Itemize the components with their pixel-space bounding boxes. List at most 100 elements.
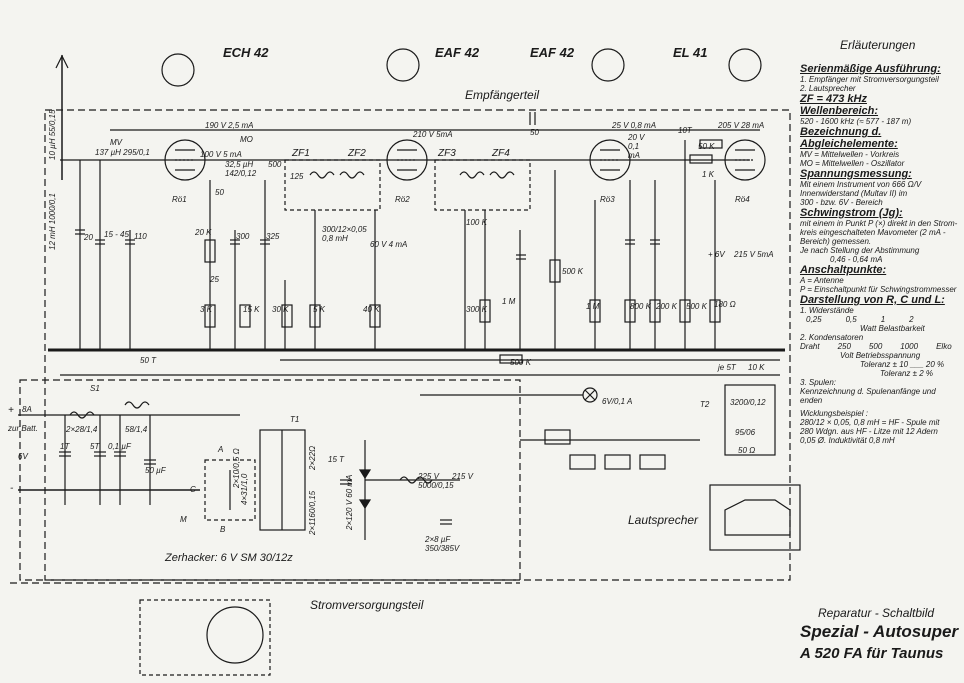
legend-beispiel-2: 280 Wdgn. aus HF - Litze mit 12 Adern	[800, 427, 938, 436]
label-r30k: 30 K	[272, 305, 289, 314]
legend-h-wellen: Wellenbereich:	[800, 105, 879, 117]
legend-k2: 250	[837, 342, 851, 351]
legend-span-2: Innenwiderstand (Multav II) im	[800, 189, 908, 198]
title-sub: Reparatur - Schaltbild	[818, 606, 935, 620]
tube-label-ech42: ECH 42	[223, 45, 269, 60]
title-model: A 520 FA für Taunus	[800, 645, 944, 662]
label-v190: 190 V 2,5 mA	[205, 121, 254, 130]
legend-w3: 1	[880, 315, 886, 324]
label-lamp: 6V/0,1 A	[602, 397, 633, 406]
label-r500kc: 500 K	[510, 358, 531, 367]
label-l58: 58/1,4	[125, 425, 148, 434]
label-r1k: 1 K	[702, 170, 715, 179]
label-v215b: 215 V	[452, 472, 473, 481]
label-v6b: 6V	[18, 452, 28, 461]
legend-serie-1: 1. Empfänger mit Stromversorgungsteil	[800, 75, 939, 84]
label-v20: 20 V 0,1 mA	[628, 133, 645, 160]
label-coil-mv: 137 µH 295/0,1	[95, 148, 150, 157]
legend-watt: Watt Belastbarkeit	[860, 324, 925, 333]
legend-spulen-1: Kennzeichnung d. Spulenanfänge und enden	[800, 387, 936, 405]
label-r200k: 200 K	[656, 302, 677, 311]
label-c125: 125	[290, 172, 304, 181]
legend-widerstaende: 1. Widerstände	[800, 306, 854, 315]
zf2-label: ZF2	[348, 148, 366, 159]
legend-serie-2: 2. Lautsprecher	[800, 84, 856, 93]
label-c25: 25	[210, 275, 219, 284]
label-vibrator: Zerhacker: 6 V SM 30/12z	[165, 552, 293, 564]
label-mo: MO	[240, 135, 253, 144]
label-c20: 20	[84, 233, 93, 242]
legend-tol2: Toleranz ± 2 %	[880, 369, 934, 378]
label-v210: 210 V 5mA	[413, 130, 453, 139]
label-r180: 180 Ω	[714, 300, 736, 309]
label-t2: T2	[700, 400, 710, 409]
label-ant: 10 µH 55/0,15	[48, 109, 57, 160]
label-cap2x8: 2×8 µF 350/385V	[425, 535, 460, 553]
label-batt: zur Batt.	[8, 424, 38, 433]
label-v100: 100 V 5 mA	[200, 150, 242, 159]
label-r1mb: 1 M	[586, 302, 600, 311]
tube-label-eaf42-1: EAF 42	[435, 45, 480, 60]
legend-ansch-1: A = Antenne	[800, 276, 844, 285]
legend-h-span: Spannungsmessung:	[800, 168, 912, 180]
label-cap225: 225 V 5000/0,15	[418, 472, 454, 490]
label-c325: 325	[266, 232, 280, 241]
zf1-label: ZF1	[292, 148, 310, 159]
zf3-label: ZF3	[438, 148, 456, 159]
power-frame	[19, 379, 521, 581]
tube-ref-4: Rö4	[735, 195, 750, 204]
label-r5k: 5 K	[313, 305, 326, 314]
label-sec: 2×1160/0,15	[308, 490, 317, 535]
tube-ref-3: Rö3	[600, 195, 615, 204]
label-r50: 50 Ω	[738, 446, 756, 455]
legend-k4: 1000	[900, 342, 919, 351]
legend-h-abgl: Bezeichnung d. Abgleichelemente:	[800, 126, 898, 150]
label-fuse: 8A	[22, 405, 32, 414]
legend-schwing-3: Bereich) gemessen.	[800, 237, 872, 246]
legend-w4: 2	[909, 315, 914, 324]
label-c50uf: 50 µF	[145, 466, 166, 475]
legend-abgl-1: MV = Mittelwellen - Vorkreis	[800, 150, 900, 159]
label-r10k: 10T	[678, 126, 692, 135]
tube-eaf2-symbol	[589, 139, 631, 181]
label-minus: -	[10, 483, 14, 494]
legend-schwing-1: mit einem in Punkt P (×) direkt in den S…	[800, 219, 958, 228]
legend-kondensatoren: 2. Kondensatoren	[800, 333, 864, 342]
vibrator-box	[204, 459, 256, 521]
legend-w1: 0,25	[806, 315, 822, 324]
label-c12mh: 12 mH 1000/0,1	[48, 193, 57, 250]
label-r500: 500	[268, 160, 282, 169]
legend-volt: Volt Betriebsspannung	[840, 351, 921, 360]
legend-k5: Elko	[936, 342, 952, 351]
legend-h-ansch: Anschaltpunkte:	[800, 264, 887, 276]
label-r500k: 500 K	[562, 267, 583, 276]
title-main: Spezial - Autosuper	[800, 622, 959, 641]
label-c50b: 50	[530, 128, 539, 137]
legend-schwing-5: 0,46 - 0,64 mA	[830, 255, 883, 264]
label-r100k: 100 K	[466, 218, 487, 227]
label-v6: + 6V	[708, 250, 725, 259]
section-receiver: Empfängerteil	[465, 88, 540, 102]
zf4-label: ZF4	[492, 148, 510, 159]
legend-wellen: 520 - 1600 kHz (≈ 577 - 187 m)	[800, 117, 912, 126]
label-tr3200: 3200/0,12	[730, 398, 766, 407]
legend-span-3: 300 - bzw. 6V - Bereich	[800, 198, 883, 207]
tube-ref-1: Rö1	[172, 195, 187, 204]
legend-beispiel: Wicklungsbeispiel :	[800, 409, 868, 418]
label-tr95: 95/06	[735, 428, 756, 437]
label-r1m: 1 M	[502, 297, 516, 306]
legend-h-serie: Serienmäßige Ausführung:	[800, 63, 941, 75]
label-c15t: 15 T	[328, 455, 345, 464]
label-r40k: 40 K	[363, 305, 380, 314]
tube-label-eaf42-2: EAF 42	[530, 45, 575, 60]
legend-k1: Draht	[800, 342, 820, 351]
label-r50k: 50 K	[698, 142, 715, 151]
label-prim2: 2×10/0,5 Ω	[232, 448, 241, 488]
legend-w2: 0,5	[845, 315, 857, 324]
section-speaker: Lautsprecher	[628, 513, 699, 527]
section-power: Stromversorgungsteil	[310, 598, 424, 612]
tube-ecc-symbol	[164, 139, 206, 181]
label-c1t: 1T	[60, 442, 70, 451]
label-c5t: 5T	[90, 442, 100, 451]
label-plus: +	[8, 405, 14, 416]
